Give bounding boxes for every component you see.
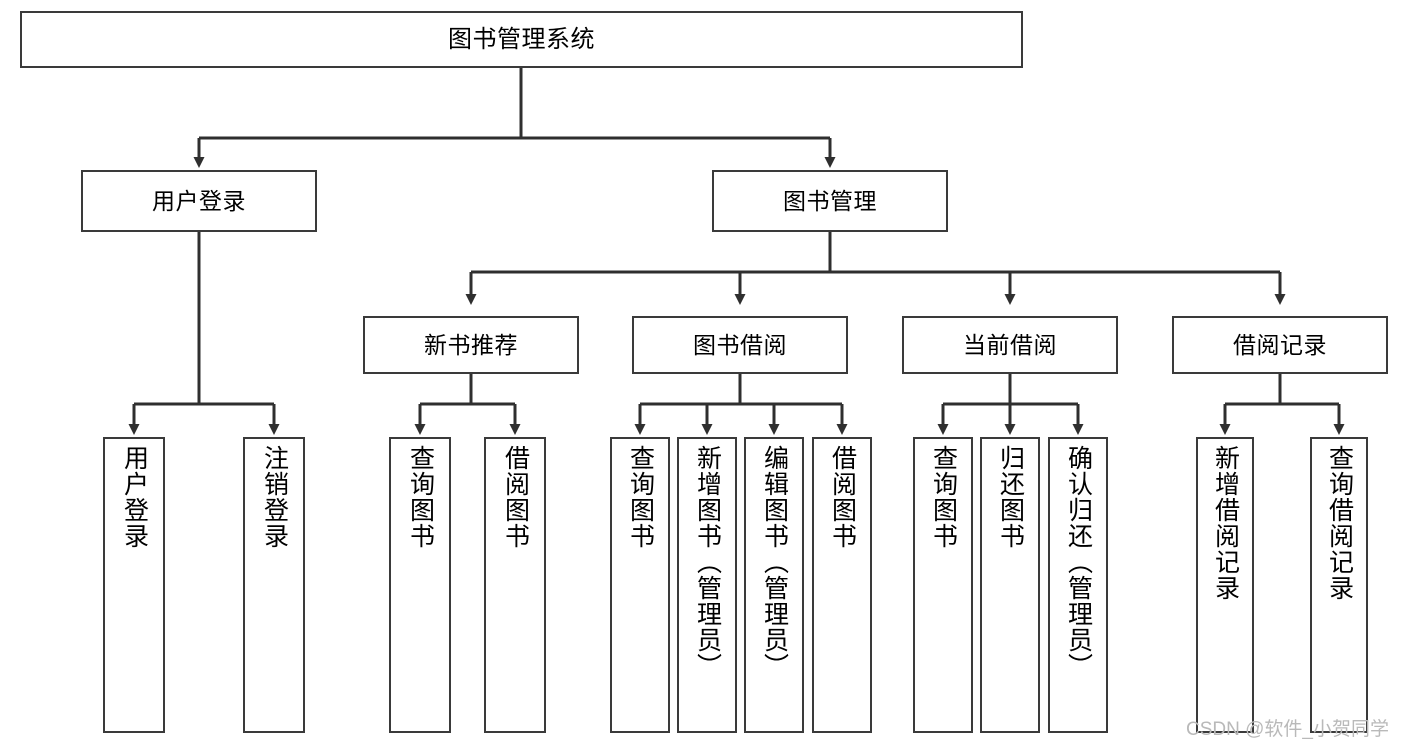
node-leaf-borrow-book-2[interactable]: 借阅图书	[812, 437, 872, 733]
node-borrow-record-label: 借阅记录	[1233, 331, 1327, 358]
node-book-manage[interactable]: 图书管理	[712, 170, 948, 232]
node-current-borrow[interactable]: 当前借阅	[902, 316, 1118, 374]
node-leaf-query-book-3-label: 查询图书	[929, 445, 958, 549]
node-leaf-query-record-label: 查询借阅记录	[1325, 445, 1354, 601]
node-root-label: 图书管理系统	[448, 25, 595, 53]
node-new-book-recommend[interactable]: 新书推荐	[363, 316, 579, 374]
node-leaf-edit-book-label: 编辑图书（管理员）	[760, 445, 789, 679]
node-leaf-user-login[interactable]: 用户登录	[103, 437, 165, 733]
node-borrow-record[interactable]: 借阅记录	[1172, 316, 1388, 374]
node-leaf-logout-label: 注销登录	[260, 445, 289, 549]
node-leaf-query-book-3[interactable]: 查询图书	[913, 437, 973, 733]
node-leaf-query-book-2[interactable]: 查询图书	[610, 437, 670, 733]
node-leaf-add-record[interactable]: 新增借阅记录	[1196, 437, 1254, 733]
node-book-borrow[interactable]: 图书借阅	[632, 316, 848, 374]
node-leaf-user-login-label: 用户登录	[120, 445, 149, 549]
node-leaf-logout[interactable]: 注销登录	[243, 437, 305, 733]
csdn-watermark: CSDN @软件_小贺同学	[1186, 719, 1389, 740]
node-root[interactable]: 图书管理系统	[20, 11, 1023, 68]
node-leaf-add-book[interactable]: 新增图书（管理员）	[677, 437, 737, 733]
node-leaf-borrow-book-1-label: 借阅图书	[501, 445, 530, 549]
node-leaf-confirm-return[interactable]: 确认归还（管理员）	[1048, 437, 1108, 733]
node-leaf-edit-book[interactable]: 编辑图书（管理员）	[744, 437, 804, 733]
node-leaf-return-book[interactable]: 归还图书	[980, 437, 1040, 733]
node-leaf-borrow-book-1[interactable]: 借阅图书	[484, 437, 546, 733]
node-book-manage-label: 图书管理	[783, 187, 877, 214]
node-leaf-borrow-book-2-label: 借阅图书	[828, 445, 857, 549]
node-leaf-return-book-label: 归还图书	[996, 445, 1025, 549]
node-book-borrow-label: 图书借阅	[693, 331, 787, 358]
node-leaf-query-book-1[interactable]: 查询图书	[389, 437, 451, 733]
node-leaf-query-record[interactable]: 查询借阅记录	[1310, 437, 1368, 733]
node-leaf-confirm-return-label: 确认归还（管理员）	[1064, 445, 1093, 679]
node-leaf-add-record-label: 新增借阅记录	[1211, 445, 1240, 601]
node-user-login[interactable]: 用户登录	[81, 170, 317, 232]
node-user-login-label: 用户登录	[152, 187, 246, 214]
node-leaf-add-book-label: 新增图书（管理员）	[693, 445, 722, 679]
node-current-borrow-label: 当前借阅	[963, 331, 1057, 358]
node-leaf-query-book-2-label: 查询图书	[626, 445, 655, 549]
node-leaf-query-book-1-label: 查询图书	[406, 445, 435, 549]
node-new-book-recommend-label: 新书推荐	[424, 331, 518, 358]
